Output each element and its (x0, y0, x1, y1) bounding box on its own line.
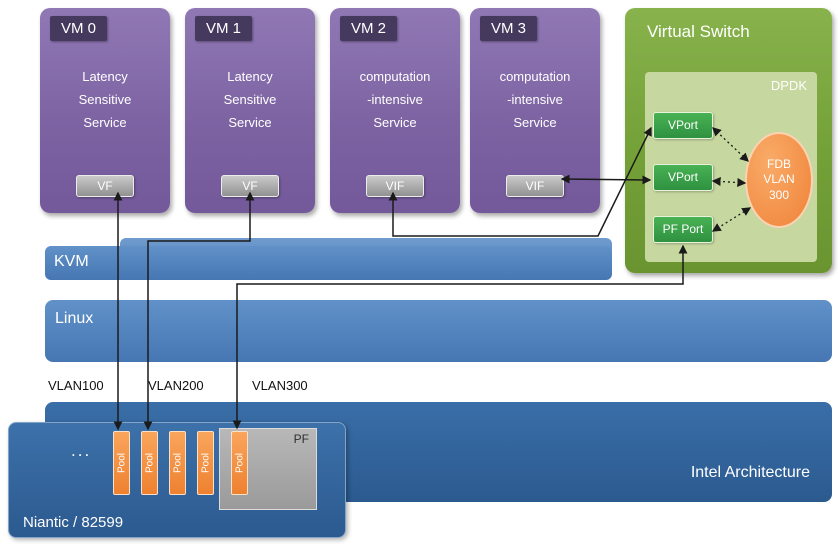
nic-ellipsis: ... (71, 441, 92, 460)
pool-strip-4: Pool (197, 431, 214, 495)
pool-label: Pool (116, 452, 127, 474)
intel-architecture-label: Intel Architecture (690, 464, 810, 481)
vm2-service-text: computation -intensive Service (359, 69, 431, 130)
pool-strip-5: Pool (231, 431, 248, 495)
pool-strip-1: Pool (113, 431, 130, 495)
vport2-box: VPort (653, 164, 713, 191)
pool-label: Pool (200, 452, 211, 474)
vm0-box: VM 0 Latency Sensitive Service VF (40, 8, 170, 213)
virtual-switch-title: Virtual Switch (647, 22, 750, 41)
vlan300-label: VLAN300 (252, 378, 308, 393)
pf-label: PF (293, 432, 309, 446)
pool-label: Pool (172, 452, 183, 474)
kvm-layer-bar: KVM (45, 246, 612, 280)
vlan200-label: VLAN200 (148, 378, 204, 393)
virtual-switch-box: Virtual Switch DPDK VPort VPort PF Port … (625, 8, 832, 273)
vm0-title: VM 0 (50, 16, 108, 41)
vm2-vif-chip: VIF (366, 175, 424, 197)
dpdk-box: DPDK VPort VPort PF Port FDB VLAN 300 (645, 72, 817, 262)
vm3-box: VM 3 computation -intensive Service VIF (470, 8, 600, 213)
vport1-box: VPort (653, 112, 713, 139)
vm1-box: VM 1 Latency Sensitive Service VF (185, 8, 315, 213)
vlan100-label: VLAN100 (48, 378, 104, 393)
pool-label: Pool (144, 452, 155, 474)
vm2-box: VM 2 computation -intensive Service VIF (330, 8, 460, 213)
vm1-vf-chip: VF (221, 175, 279, 197)
nic-title: Niantic / 82599 (23, 514, 124, 531)
vm1-service-text: Latency Sensitive Service (223, 69, 277, 130)
vm3-service-text: computation -intensive Service (499, 69, 571, 130)
dpdk-label: DPDK (770, 78, 807, 93)
linux-layer-bar: Linux (45, 300, 832, 362)
pool-label: Pool (234, 452, 245, 474)
pf-port-box: PF Port (653, 216, 713, 243)
vm0-vf-chip: VF (76, 175, 134, 197)
vm3-title: VM 3 (480, 16, 538, 41)
niantic-nic-box: ... PF Pool Pool Pool Pool Pool Niantic … (8, 422, 346, 538)
pool-strip-2: Pool (141, 431, 158, 495)
pool-strip-3: Pool (169, 431, 186, 495)
vm3-vif-chip: VIF (506, 175, 564, 197)
vm0-service-text: Latency Sensitive Service (78, 69, 132, 130)
vm1-title: VM 1 (195, 16, 253, 41)
vm2-title: VM 2 (340, 16, 398, 41)
fdb-vlan300-ellipse: FDB VLAN 300 (745, 132, 813, 228)
